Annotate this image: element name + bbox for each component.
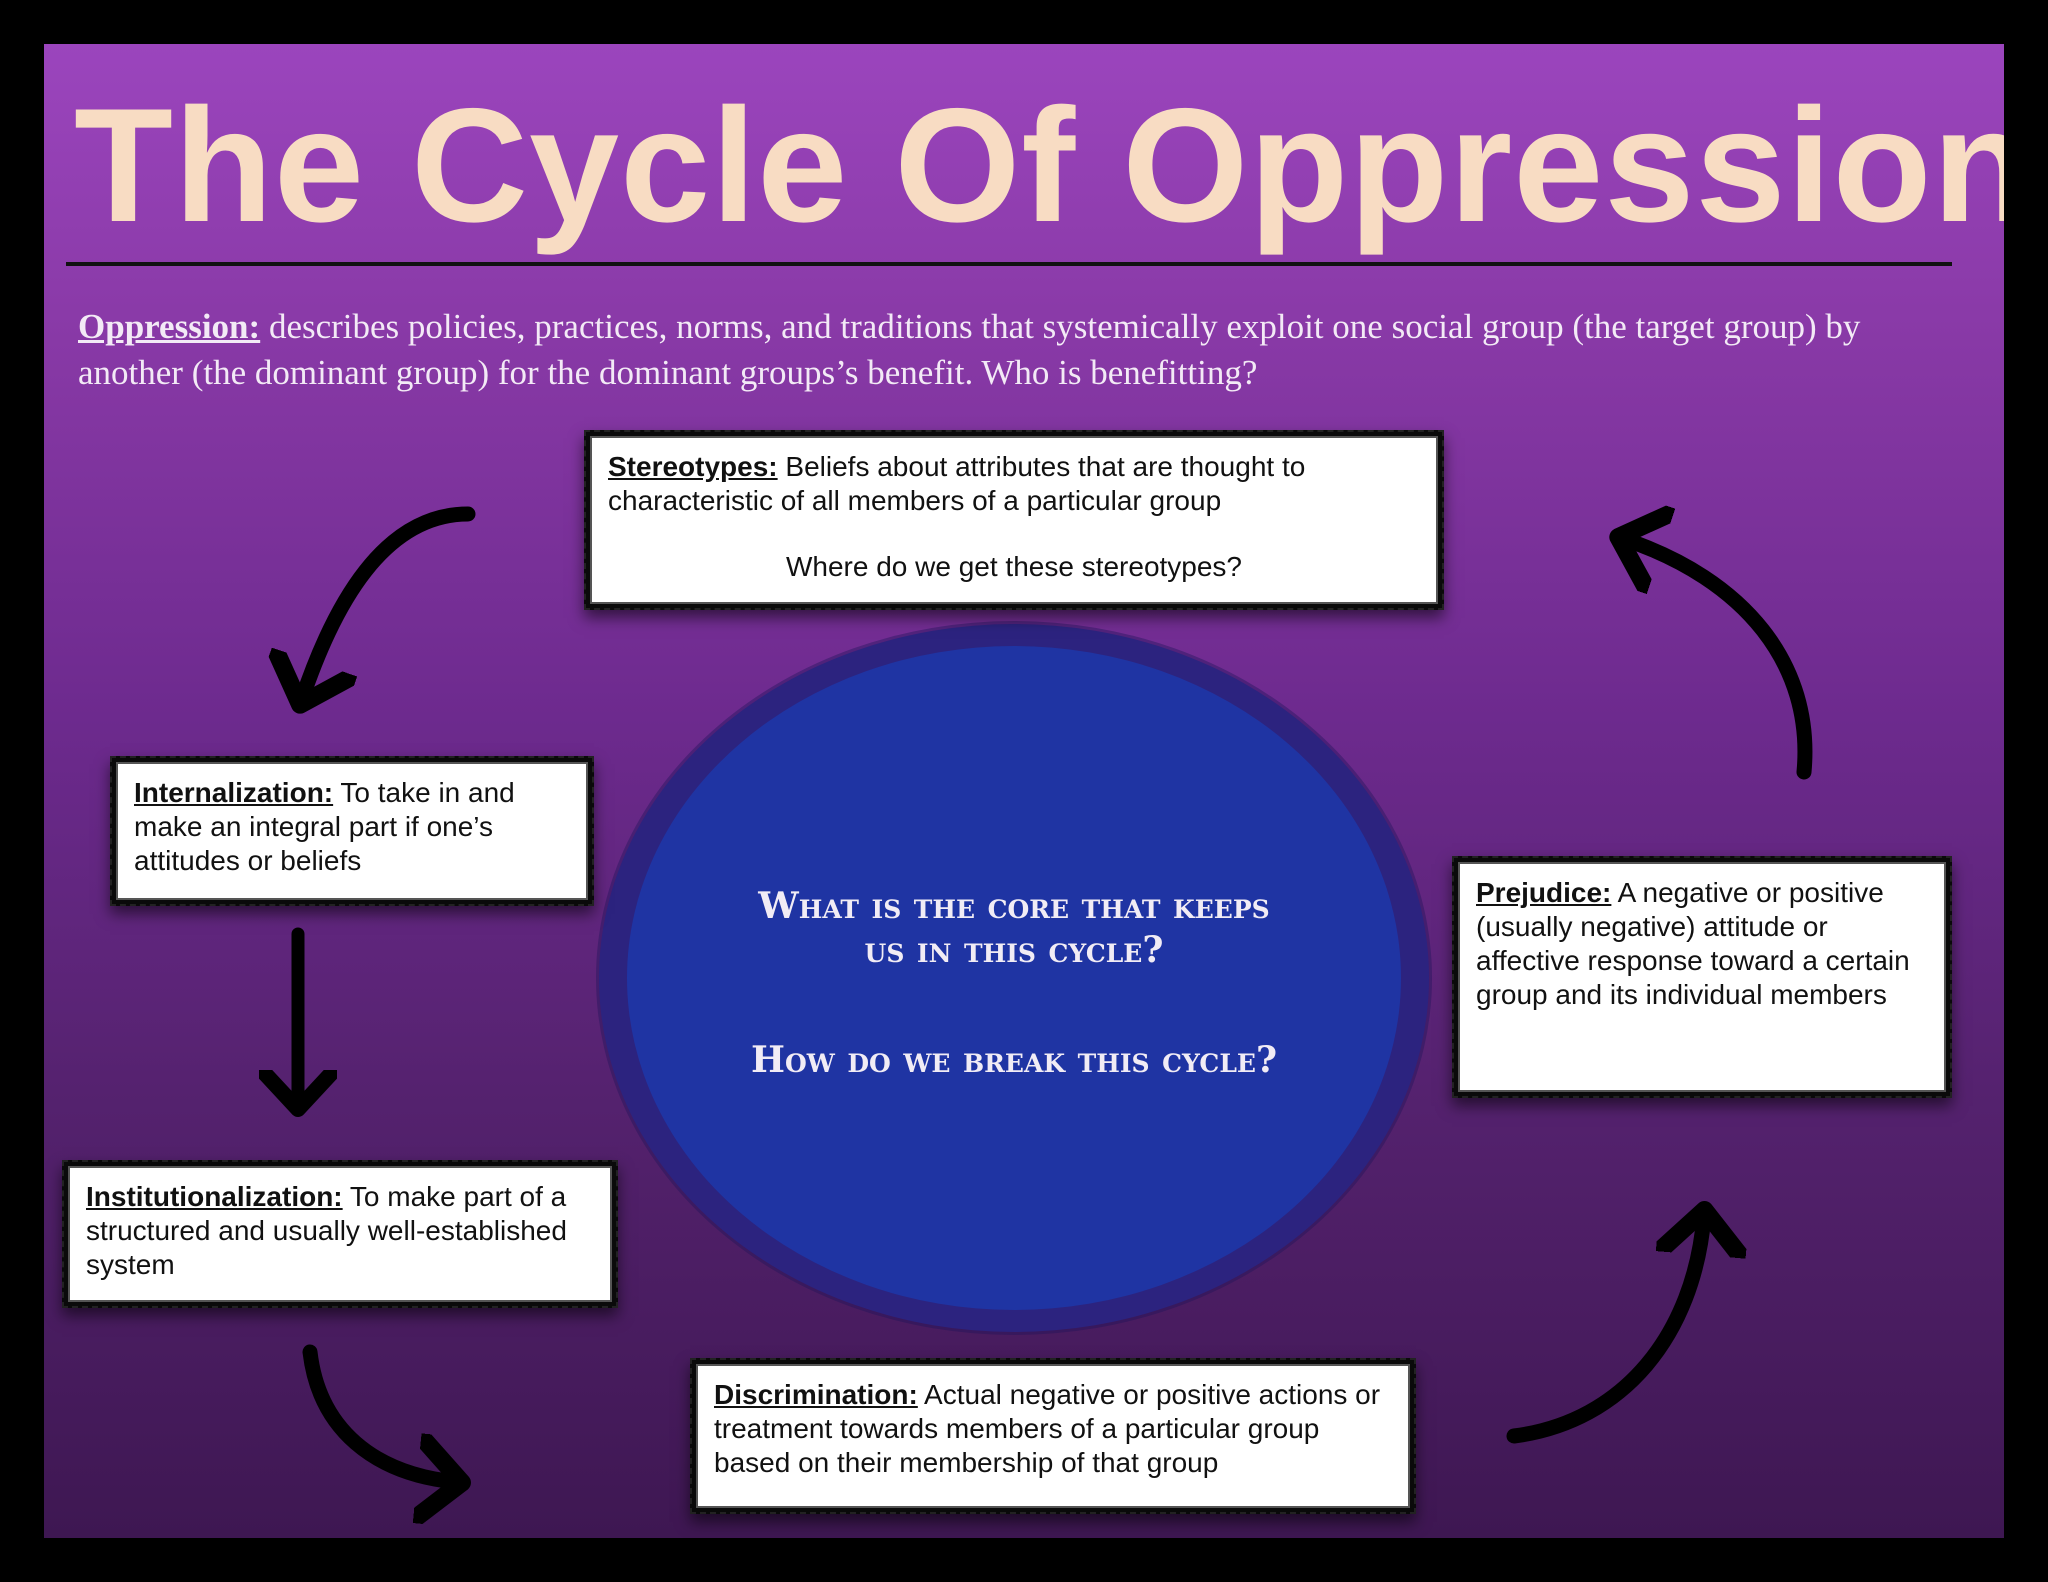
prejudice-text: A negative or positive (usually negative… (1476, 877, 1910, 1010)
definition-text: describes policies, practices, norms, an… (78, 307, 1861, 392)
stereotypes-question: Where do we get these stereotypes? (785, 551, 1243, 582)
internalization-text: To take in and make an integral part if … (134, 777, 515, 876)
prejudice-term: Prejudice: (1476, 877, 1612, 908)
core-question-break: How do we break this cycle? (750, 1039, 1278, 1081)
discrimination-text: Actual negative or positive actions or t… (714, 1379, 1381, 1478)
core-question-line-1: What is the core that keeps (758, 885, 1270, 927)
institutionalization-box: Institutionalization: To make part of a … (62, 1160, 618, 1308)
page-title: The Cycle Of Oppression (74, 75, 2004, 256)
curved-arrow-icon (302, 506, 476, 699)
discrimination-term: Discrimination: (714, 1379, 918, 1410)
prejudice-box: Prejudice: A negative or positive (usual… (1452, 856, 1952, 1098)
definition-term: Oppression: (78, 307, 261, 346)
core-circle: What is the core that keeps us in this c… (599, 624, 1429, 1332)
title-divider (66, 262, 1952, 266)
institutionalization-term: Institutionalization: (86, 1181, 343, 1212)
core-question-line-2: us in this cycle? (864, 929, 1164, 971)
stereotypes-term: Stereotypes: (608, 451, 778, 482)
curved-arrow-icon (1506, 1216, 1704, 1444)
curved-arrow-icon (1624, 539, 1813, 780)
curved-arrow-icon (302, 1344, 456, 1482)
slide: The Cycle Of Oppression Oppression: desc… (44, 44, 2004, 1538)
internalization-term: Internalization: (134, 777, 334, 808)
stereotypes-box: Stereotypes: Beliefs about attributes th… (584, 430, 1444, 610)
oppression-definition: Oppression: describes policies, practice… (78, 304, 1968, 396)
discrimination-box: Discrimination: Actual negative or posit… (690, 1358, 1416, 1514)
internalization-box: Internalization: To take in and make an … (110, 756, 594, 906)
core-question-keeps: What is the core that keeps us in this c… (599, 884, 1429, 972)
stereotypes-text: Beliefs about attributes that are though… (608, 451, 1306, 516)
core-circle-inner (627, 646, 1401, 1310)
institutionalization-text: To make part of a structured and usually… (86, 1181, 567, 1280)
cycle-arrows (44, 44, 1813, 1538)
